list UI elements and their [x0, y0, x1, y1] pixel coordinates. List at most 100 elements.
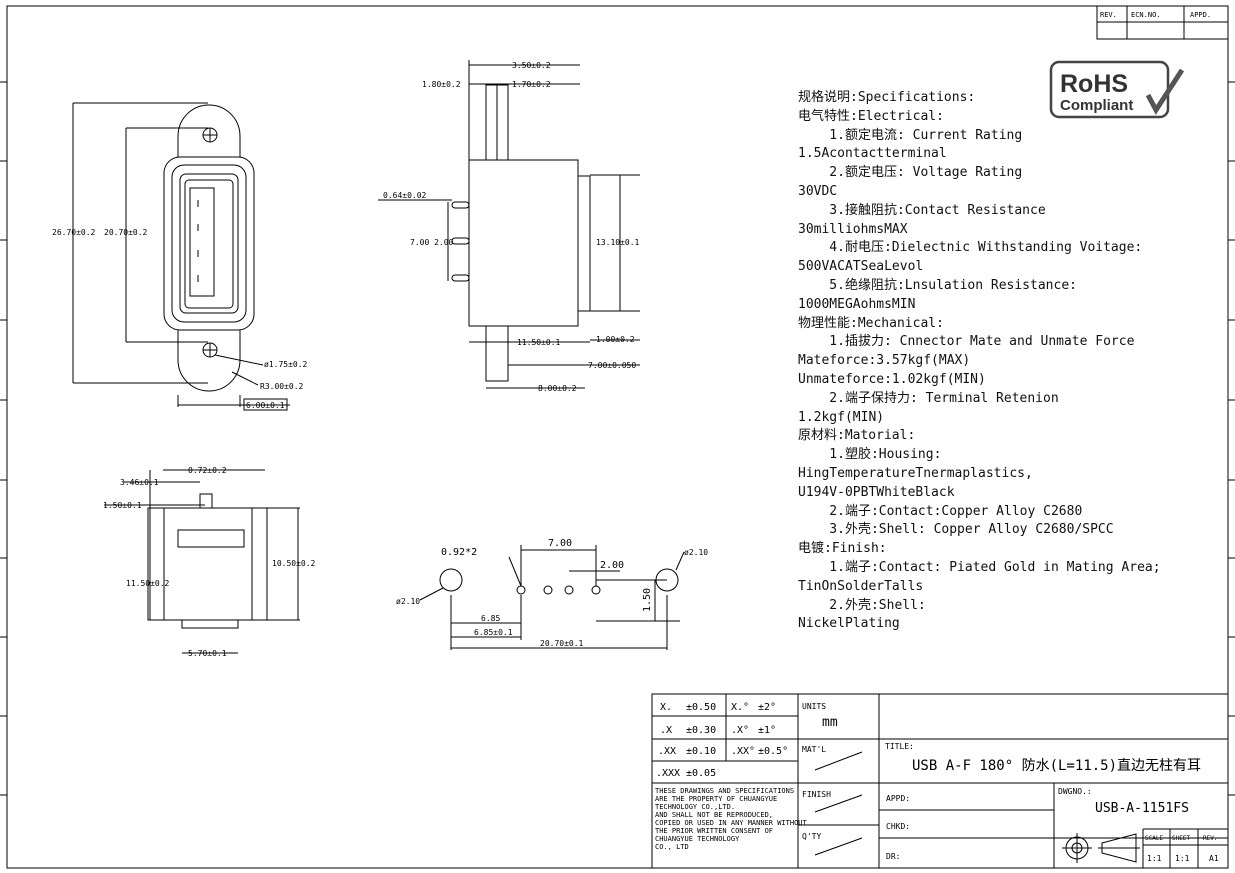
tol-av-1: ±0.30: [686, 725, 716, 736]
spec-line: 3.外壳:Shell: Copper Alloy C2680/SPCC: [798, 522, 1114, 538]
qty-label: Q'TY: [802, 832, 821, 841]
scale-label: SCALE: [1145, 835, 1163, 842]
dim-x1: 6.85: [481, 614, 500, 623]
spec-line: 1.塑胶:Housing:: [798, 447, 942, 463]
notice-line-7: CO., LTD: [655, 843, 689, 851]
units-value: mm: [822, 715, 838, 730]
spec-line: 500VACATSeaLevol: [798, 259, 924, 275]
spec-line: 1.2kgf(MIN): [798, 409, 885, 425]
dim-radius: R3.00±0.2: [260, 382, 304, 391]
spec-line: 1.额定电流: Current Rating: [798, 127, 1023, 143]
units-label: UNITS: [802, 702, 826, 711]
top-view-dims: 0.72±0.2 3.46±0.1 1.50±0.1 11.50±0.2 10.…: [103, 466, 316, 658]
title-label: TITLE:: [885, 742, 914, 751]
dwgno-value: USB-A-1151FS: [1095, 801, 1189, 816]
dim-t1: 0.72±0.2: [188, 466, 227, 475]
dim-overall-height: 26.70±0.2: [52, 228, 96, 237]
spec-line: TinOnSolderTalls: [798, 578, 924, 594]
tol-bv-1: ±1°: [758, 725, 776, 736]
notice-line-6: CHUANGYUE TECHNOLOGY: [655, 835, 740, 843]
sheet-border: [6, 5, 1229, 869]
check-icon: [1145, 68, 1185, 115]
dim-pin-b: 3.50±0.2: [512, 61, 551, 70]
spec-line: 2.额定电压: Voltage Rating: [798, 165, 1023, 181]
tol-av-0: ±0.50: [686, 702, 716, 713]
ecn-header: ECN.NO.: [1131, 11, 1161, 19]
tol-bv-0: ±2°: [758, 702, 776, 713]
spec-line: 1000MEGAohmsMIN: [798, 296, 916, 312]
dim-shell-height: 10.50±0.2: [272, 559, 316, 568]
pcb-layout-dims: 0.92*2 7.00 2.00 ø2.10 ø2.10 1.50 6.85 6…: [396, 538, 708, 648]
tol-av-2: ±0.10: [686, 746, 716, 757]
notice-line-3: AND SHALL NOT BE REPRODUCED,: [655, 811, 773, 819]
spec-line: U194V-0PBTWhiteBlack: [798, 484, 955, 500]
notice-line-2: TECHNOLOGY CO.,LTD.: [655, 803, 735, 811]
sheet-label: SHEET: [1172, 835, 1190, 842]
spec-line: 5.绝缘阻抗:Lnsulation Resistance:: [798, 277, 1077, 293]
dim-offset: 1.50: [642, 588, 653, 612]
appd-header: APPD.: [1190, 11, 1211, 19]
dim-pin-c: 1.70±0.2: [512, 80, 551, 89]
spec-line: 1.插拔力: Cnnector Mate and Unmate Force: [798, 334, 1135, 350]
finish-label: FINISH: [802, 790, 831, 799]
top-view: [104, 469, 300, 654]
dim-width: 6.00±0.1: [246, 401, 285, 410]
drawing-title: USB A-F 180° 防水(L=11.5)直边无柱有耳: [912, 757, 1201, 774]
tol-b-2: .XX°: [731, 746, 755, 757]
rohs-text: RoHS: [1060, 70, 1128, 98]
tol-a-0: X.: [660, 702, 672, 713]
title-block-grid: [651, 693, 1229, 869]
spec-line: HingTemperatureTnermaplastics,: [798, 465, 1033, 481]
spec-line: 30milliohmsMAX: [798, 221, 908, 237]
side-view-dims: 1.80±0.2 3.50±0.2 1.70±0.2 0.64±0.02 7.0…: [383, 61, 640, 393]
spec-line: 原材料:Matorial:: [798, 428, 916, 444]
dr-label: DR:: [886, 852, 900, 861]
specifications: 规格说明:Specifications:电气特性:Electrical: 1.额…: [798, 89, 1218, 634]
sheet-value: 1:1: [1175, 854, 1190, 863]
dim-body-length: 11.50±0.1: [517, 338, 561, 347]
side-view: [378, 60, 640, 389]
tol-b-0: X.°: [731, 702, 749, 713]
chkd-label: CHKD:: [886, 822, 910, 831]
dim-t3: 1.50±0.1: [103, 501, 142, 510]
spec-line: 2.端子:Contact:Copper Alloy C2680: [798, 503, 1083, 519]
dim-peg-right: ø2.10: [684, 548, 708, 557]
tol-a-3: .XXX: [656, 768, 680, 779]
spec-line: 4.耐电压:Dielectnic Withstanding Voitage:: [798, 240, 1143, 256]
dim-height: 11.50±0.2: [126, 579, 170, 588]
dim-peg-left: ø2.10: [396, 597, 420, 606]
spec-line: 1.端子:Contact: Piated Gold in Mating Area…: [798, 559, 1161, 575]
notice-line-4: COPIED OR USED IN ANY MANNER WITHOUT: [655, 819, 808, 827]
rohs-compliant-text: Compliant: [1060, 97, 1133, 114]
property-notice: THESE DRAWINGS AND SPECIFICATIONS ARE TH…: [655, 787, 808, 851]
dim-hole: ø1.75±0.2: [264, 360, 308, 369]
dim-pitch-a: 7.00: [548, 538, 572, 549]
spec-line: 30VDC: [798, 183, 838, 199]
dim-x2: 6.85±0.1: [474, 628, 513, 637]
spec-line: 电气特性:Electrical:: [798, 108, 944, 124]
rev-value: A1: [1209, 854, 1219, 863]
revision-block: REV. ECN.NO. APPD.: [1096, 5, 1229, 40]
appd-label: APPD:: [886, 794, 910, 803]
spec-line: Mateforce:3.57kgf(MAX): [798, 353, 971, 369]
spec-line: 电镀:Finish:: [798, 541, 887, 557]
dim-flange: 1.00±0.2: [596, 335, 635, 344]
notice-line-1: ARE THE PROPERTY OF CHUANGYUE: [655, 795, 777, 803]
notice-line-5: THE PRIOR WRITTEN CONSENT OF: [655, 827, 773, 835]
rev-header: REV.: [1100, 11, 1117, 19]
dwgno-label: DWGNO.:: [1058, 787, 1092, 796]
notice-line-0: THESE DRAWINGS AND SPECIFICATIONS: [655, 787, 794, 795]
dim-top-width: 5.70±0.1: [188, 649, 227, 658]
spec-line: 3.接触阻抗:Contact Resistance: [798, 202, 1046, 218]
tol-av-3: ±0.05: [686, 768, 716, 779]
dim-t2: 3.46±0.1: [120, 478, 159, 487]
matl-label: MAT'L: [802, 745, 826, 754]
tol-b-1: .X°: [731, 725, 749, 736]
border-ticks: [0, 81, 1235, 796]
dim-total: 20.70±0.1: [540, 639, 584, 648]
tol-bv-2: ±0.5°: [758, 746, 788, 757]
scale-value: 1:1: [1147, 854, 1162, 863]
dim-pin-hole: 0.92*2: [441, 547, 477, 558]
tol-a-2: .XX: [658, 746, 676, 757]
